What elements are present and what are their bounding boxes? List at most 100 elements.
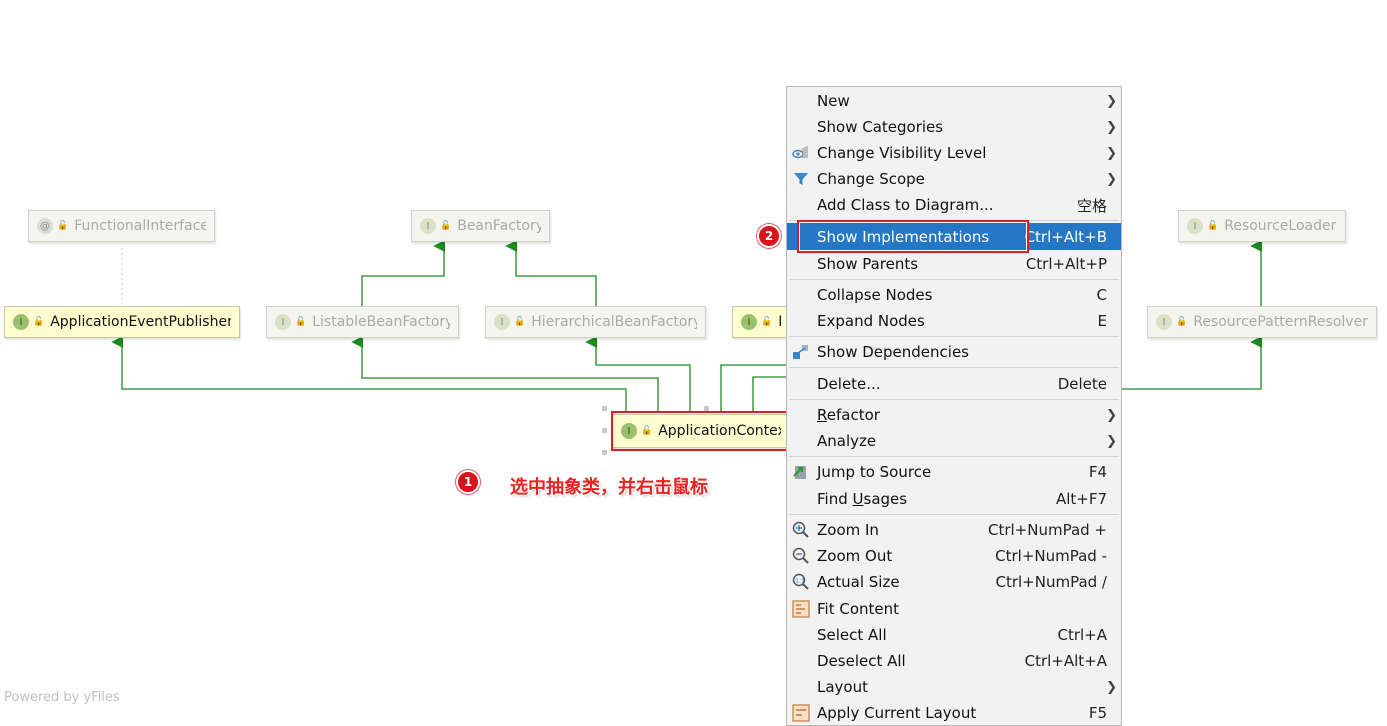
menu-item-shortcut: C: [1096, 286, 1107, 304]
context-menu: New ❯ Show Categories ❯ Change Visibilit…: [786, 86, 1122, 726]
submenu-arrow-icon: ❯: [1106, 679, 1117, 695]
submenu-arrow-icon: ❯: [1106, 433, 1117, 449]
node-label: ResourceLoader: [1224, 218, 1337, 234]
menu-item-zoom-out[interactable]: Zoom Out Ctrl+NumPad -: [787, 543, 1121, 569]
zoom-in-icon: [791, 520, 811, 540]
menu-item-label: Add Class to Diagram...: [817, 196, 994, 214]
access-icon: 🔓: [440, 221, 452, 231]
node-label: FunctionalInterface: [74, 218, 206, 234]
interface-icon: I: [13, 314, 29, 330]
menu-separator: [789, 336, 1119, 337]
menu-item-shortcut: Ctrl+Alt+A: [1024, 652, 1107, 670]
menu-item-label: Zoom Out: [817, 547, 893, 565]
menu-item-show-implementations[interactable]: Show Implementations Ctrl+Alt+B: [787, 223, 1121, 250]
interface-icon: I: [1156, 314, 1172, 330]
node-application-context[interactable]: I 🔓 ApplicationContext: [612, 414, 790, 448]
edge-context-to-listable: [351, 336, 659, 412]
menu-item-refactor[interactable]: Refactor ❯: [787, 402, 1121, 428]
menu-separator: [789, 399, 1119, 400]
node-resource-loader[interactable]: I 🔓 ResourceLoader: [1178, 210, 1346, 242]
menu-item-add-class-to-diagram[interactable]: Add Class to Diagram... 空格: [787, 192, 1121, 218]
edge-context-to-publisher: [111, 336, 627, 412]
fit-content-icon: [791, 599, 811, 619]
menu-item-change-scope[interactable]: Change Scope ❯: [787, 166, 1121, 192]
node-message-source[interactable]: I 🔓 M: [732, 306, 790, 338]
menu-item-fit-content[interactable]: Fit Content: [787, 596, 1121, 622]
menu-item-shortcut: Ctrl+NumPad +: [987, 521, 1107, 539]
filter-icon: [791, 169, 811, 189]
menu-item-label: Expand Nodes: [817, 312, 925, 330]
edge-hierarchical-to-beanfactory: [505, 240, 597, 306]
menu-item-layout[interactable]: Layout ❯: [787, 674, 1121, 700]
edge-context-to-message: [720, 364, 790, 412]
step-1-marker: 1: [456, 470, 480, 494]
menu-item-shortcut: Delete: [1057, 375, 1107, 393]
menu-separator: [789, 456, 1119, 457]
menu-item-label: Show Parents: [817, 255, 919, 273]
menu-item-expand-nodes[interactable]: Expand Nodes E: [787, 308, 1121, 334]
node-label: ResourcePatternResolver: [1193, 314, 1368, 330]
menu-separator: [789, 514, 1119, 515]
menu-item-actual-size[interactable]: 1:1 Actual Size Ctrl+NumPad /: [787, 569, 1121, 595]
menu-item-label: Find Usages: [817, 490, 908, 508]
interface-icon: I: [621, 423, 637, 439]
interface-icon: I: [1187, 218, 1203, 234]
menu-item-label: Select All: [817, 626, 887, 644]
interface-icon: I: [275, 314, 291, 330]
menu-item-label: Deselect All: [817, 652, 906, 670]
menu-item-shortcut: Ctrl+NumPad /: [995, 573, 1107, 591]
menu-item-shortcut: 空格: [1076, 196, 1107, 215]
menu-item-select-all[interactable]: Select All Ctrl+A: [787, 622, 1121, 648]
node-label: ApplicationContext: [658, 423, 781, 439]
menu-item-analyze[interactable]: Analyze ❯: [787, 428, 1121, 454]
menu-item-label: Refactor: [817, 406, 880, 424]
menu-item-apply-current-layout[interactable]: Apply Current Layout F5: [787, 700, 1121, 726]
access-icon: 🔓: [33, 317, 45, 327]
dependencies-icon: [791, 342, 811, 362]
menu-item-label: Change Scope: [817, 170, 925, 188]
access-icon: 🔓: [295, 317, 307, 327]
menu-item-shortcut: Ctrl+NumPad -: [995, 547, 1107, 565]
menu-item-zoom-in[interactable]: Zoom In Ctrl+NumPad +: [787, 517, 1121, 543]
node-functional-interface[interactable]: @ 🔓 FunctionalInterface: [28, 210, 215, 242]
menu-separator: [789, 220, 1119, 221]
node-hierarchical-bean-factory[interactable]: I 🔓 HierarchicalBeanFactory: [485, 306, 706, 338]
powered-by-footer: Powered by yFiles: [4, 690, 120, 705]
menu-item-show-categories[interactable]: Show Categories ❯: [787, 114, 1121, 140]
menu-item-delete[interactable]: Delete... Delete: [787, 371, 1121, 397]
node-bean-factory[interactable]: I 🔓 BeanFactory: [411, 210, 550, 242]
menu-item-new[interactable]: New ❯: [787, 88, 1121, 114]
node-label: HierarchicalBeanFactory: [531, 314, 697, 330]
node-label: ApplicationEventPublisher: [50, 314, 231, 330]
access-icon: 🔓: [1176, 317, 1188, 327]
menu-item-collapse-nodes[interactable]: Collapse Nodes C: [787, 282, 1121, 308]
menu-item-shortcut: Alt+F7: [1055, 490, 1107, 508]
menu-item-label: Jump to Source: [817, 463, 932, 481]
menu-item-shortcut: E: [1097, 312, 1107, 330]
node-listable-bean-factory[interactable]: I 🔓 ListableBeanFactory: [266, 306, 459, 338]
svg-text:1:1: 1:1: [795, 578, 805, 585]
menu-item-deselect-all[interactable]: Deselect All Ctrl+Alt+A: [787, 648, 1121, 674]
node-application-event-publisher[interactable]: I 🔓 ApplicationEventPublisher: [4, 306, 240, 338]
jump-to-source-icon: [791, 462, 811, 482]
menu-item-jump-to-source[interactable]: Jump to Source F4: [787, 459, 1121, 485]
menu-separator: [789, 367, 1119, 368]
menu-separator: [789, 279, 1119, 280]
access-icon: 🔓: [761, 317, 773, 327]
menu-item-label: Show Categories: [817, 118, 944, 136]
menu-item-change-visibility-level[interactable]: Change Visibility Level ❯: [787, 140, 1121, 166]
menu-item-shortcut: Ctrl+Alt+P: [1025, 255, 1107, 273]
access-icon: 🔓: [514, 317, 526, 327]
interface-icon: I: [494, 314, 510, 330]
menu-item-label: Apply Current Layout: [817, 704, 977, 722]
node-resource-pattern-resolver[interactable]: I 🔓 ResourcePatternResolver: [1147, 306, 1377, 338]
menu-item-label: Fit Content: [817, 600, 900, 618]
edge-context-to-hierarchical: [585, 336, 691, 412]
submenu-arrow-icon: ❯: [1106, 171, 1117, 187]
menu-item-show-parents[interactable]: Show Parents Ctrl+Alt+P: [787, 251, 1121, 277]
menu-item-show-dependencies[interactable]: Show Dependencies: [787, 339, 1121, 365]
edge-listable-to-beanfactory: [361, 240, 446, 306]
menu-item-find-usages[interactable]: Find Usages Alt+F7: [787, 486, 1121, 512]
menu-item-label: New: [817, 92, 850, 110]
access-icon: 🔓: [57, 221, 69, 231]
